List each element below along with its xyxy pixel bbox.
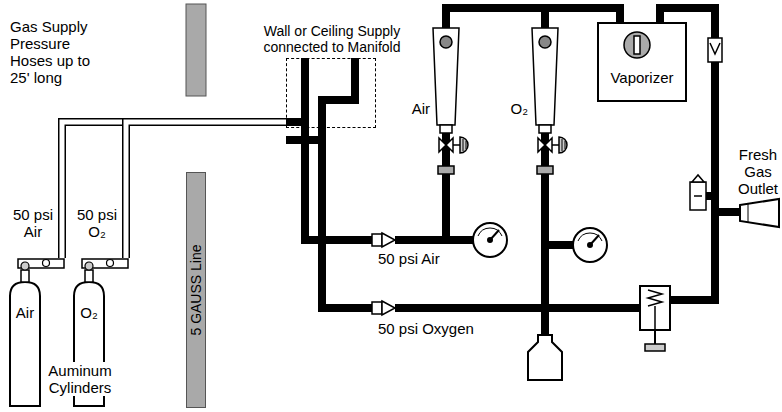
- flowmeter-label: O₂: [500, 100, 528, 117]
- hose-outline: [126, 122, 286, 258]
- fresh-gas-outlet-connector: [740, 199, 779, 227]
- node-label: Air: [10, 304, 40, 321]
- manifold-box: Wall or Ceiling Supply connected to Mani…: [286, 58, 376, 128]
- reservoir-canister: [528, 335, 562, 380]
- check-valve: [372, 233, 395, 315]
- zone-label: 5 GAUSS Line: [188, 244, 204, 335]
- manifold-heading: Wall or Ceiling Supply connected to Mani…: [262, 23, 402, 55]
- supply-pressure-label: 50 psi O₂: [72, 206, 122, 240]
- pressure-gauge: [473, 223, 607, 262]
- gas-pipes: [286, 8, 740, 335]
- flowmeter-label: Air: [402, 100, 430, 117]
- supply-hose: [126, 122, 286, 258]
- gauss-line-bar: 5 GAUSS Line: [186, 172, 206, 408]
- oxygen-flush-valve: [640, 286, 670, 351]
- node-label: O₂: [74, 304, 104, 321]
- vaporizer-box: Vaporizer: [597, 22, 687, 102]
- gas-pipes-inner: [286, 8, 740, 335]
- flowmeter: [433, 28, 468, 174]
- outlet-check-valve: [708, 38, 722, 62]
- cylinder-note: Auminum Cylinders: [42, 362, 118, 396]
- vaporizer-dial: [624, 32, 650, 58]
- relief-valve: [690, 175, 706, 210]
- hose-inner: [62, 122, 286, 258]
- hose-note: Gas Supply Pressure Hoses up to 25' long: [10, 18, 105, 86]
- pipeline-label: 50 psi Oxygen: [378, 320, 474, 337]
- hose-outline: [62, 122, 286, 258]
- wall-supply-arrows: [303, 60, 358, 79]
- flowmeter: [532, 28, 567, 174]
- pipeline-label: 50 psi Air: [378, 250, 440, 267]
- outlet-label: Fresh Gas Outlet: [736, 146, 780, 197]
- hose-inner: [126, 122, 286, 258]
- supply-hose: [62, 122, 286, 258]
- supply-pressure-label: 50 psi Air: [8, 206, 58, 240]
- gauss-bar-upper: [186, 4, 206, 96]
- node-label: Vaporizer: [599, 69, 685, 86]
